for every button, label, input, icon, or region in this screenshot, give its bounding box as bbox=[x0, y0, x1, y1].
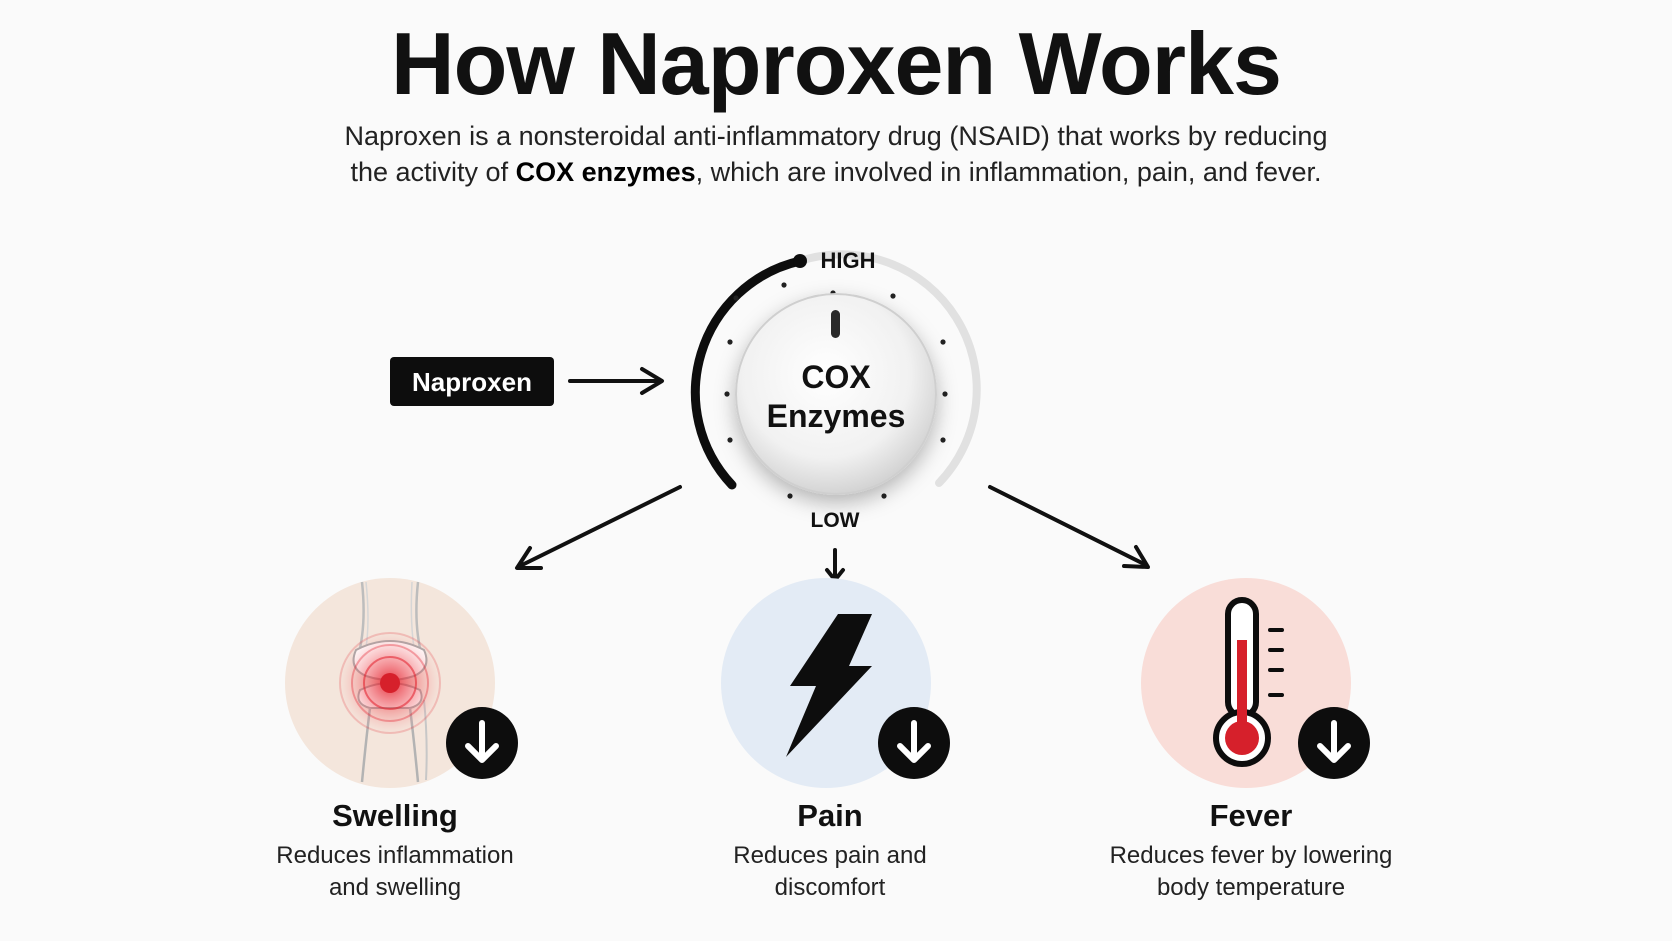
swelling-down-badge-icon bbox=[446, 707, 518, 779]
pain-effect bbox=[721, 578, 950, 788]
intro-text-bold: COX enzymes bbox=[515, 157, 696, 187]
fever-title: Fever bbox=[1209, 798, 1293, 833]
intro-text-end: , which are involved in inflammation, pa… bbox=[695, 157, 1322, 187]
pain-desc-line2: discomfort bbox=[774, 874, 886, 901]
arrow-to-pain-icon bbox=[825, 548, 845, 582]
intro-text-start: Naproxen is a nonsteroidal anti-inflamma… bbox=[344, 121, 1328, 187]
swelling-title: Swelling bbox=[332, 798, 458, 833]
swelling-desc-line1: Reduces inflammation bbox=[276, 842, 514, 869]
fever-effect bbox=[1141, 578, 1370, 788]
dial-knob bbox=[735, 293, 937, 495]
pain-description: Reduces pain and discomfort bbox=[660, 840, 1000, 904]
pain-title: Pain bbox=[797, 798, 863, 833]
fever-desc-line1: Reduces fever by lowering bbox=[1109, 842, 1393, 869]
swelling-description: Reduces inflammation and swelling bbox=[225, 840, 565, 904]
swelling-effect bbox=[285, 578, 518, 788]
arrow-to-fever-icon bbox=[988, 485, 1150, 569]
arrow-to-dial-icon bbox=[568, 367, 664, 395]
thermometer-icon bbox=[1213, 597, 1284, 767]
dial-track-dark bbox=[690, 256, 805, 490]
fever-desc-line2: body temperature bbox=[1156, 874, 1346, 901]
lightning-bolt-icon bbox=[786, 614, 872, 757]
dial-track-light bbox=[796, 250, 981, 487]
knob-indicator-icon bbox=[831, 310, 840, 338]
pain-desc-line1: Reduces pain and bbox=[733, 842, 927, 869]
pain-label: Pain Reduces pain and discomfort bbox=[660, 798, 1000, 904]
fever-label: Fever Reduces fever by lowering body temp… bbox=[1081, 798, 1421, 904]
pain-down-badge-icon bbox=[878, 707, 950, 779]
swelling-desc-line2: and swelling bbox=[328, 874, 462, 901]
dial-label-line2: Enzymes bbox=[767, 398, 906, 434]
intro-paragraph: Naproxen is a nonsteroidal anti-inflamma… bbox=[330, 118, 1342, 190]
naproxen-box: Naproxen bbox=[390, 357, 554, 406]
fever-down-badge-icon bbox=[1298, 707, 1370, 779]
knee-joint-icon bbox=[338, 581, 442, 783]
cox-dial: COX Enzymes HIGH LOW bbox=[690, 248, 981, 532]
fever-description: Reduces fever by lowering body temperatur… bbox=[1081, 840, 1421, 904]
swelling-label: Swelling Reduces inflammation and swellin… bbox=[225, 798, 565, 904]
dial-pointer-icon bbox=[793, 254, 807, 268]
naproxen-label: Naproxen bbox=[412, 367, 532, 397]
arrow-to-swelling-icon bbox=[515, 485, 682, 570]
page-title: How Naproxen Works bbox=[391, 14, 1282, 113]
dial-high-label: HIGH bbox=[821, 248, 876, 273]
dial-label-line1: COX bbox=[801, 359, 871, 395]
dial-low-label: LOW bbox=[811, 509, 860, 532]
